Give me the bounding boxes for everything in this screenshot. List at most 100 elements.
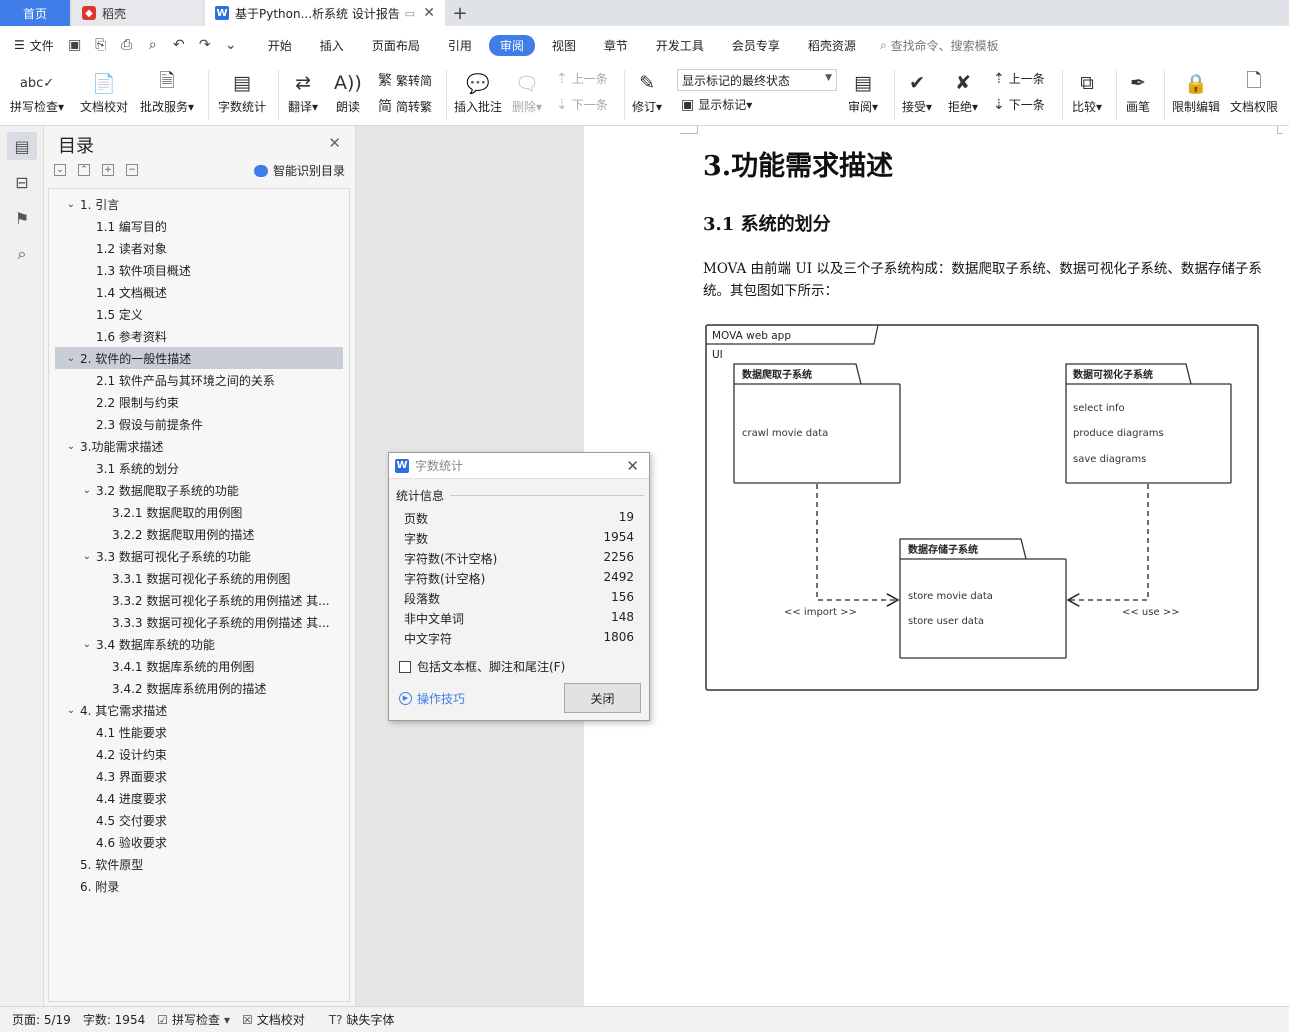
delete-comment-button[interactable]: 🗨 删除▾ (512, 68, 542, 115)
next-comment-button[interactable]: ⇣ 下一条 (556, 96, 608, 113)
chevron-down-icon[interactable]: ⌄ (66, 440, 76, 452)
close-icon[interactable]: ✕ (626, 457, 639, 475)
menu-start[interactable]: 开始 (267, 38, 292, 53)
menu-developer[interactable]: 开发工具 (655, 38, 704, 53)
prev-comment-button[interactable]: ⇡ 上一条 (556, 70, 608, 87)
trad-to-simp-button[interactable]: 繁 繁转简 (378, 70, 432, 90)
smart-toc-button[interactable]: 智能识别目录 (253, 162, 345, 179)
command-search[interactable]: ⌕ 查找命令、搜索模板 (880, 37, 999, 54)
search-icon[interactable]: ⌕ (17, 244, 27, 263)
toc-item[interactable]: 3.3.1 数据可视化子系统的用例图 (55, 567, 343, 589)
toc-item[interactable]: 1.1 编写目的 (55, 215, 343, 237)
read-aloud-button[interactable]: A)) 朗读 (334, 68, 362, 115)
toc-item[interactable]: 2.1 软件产品与其环境之间的关系 (55, 369, 343, 391)
toc-item[interactable]: 4.6 验收要求 (55, 831, 343, 853)
toc-item[interactable]: 2.3 假设与前提条件 (55, 413, 343, 435)
tab-home[interactable]: 首页 (0, 0, 70, 26)
toc-item[interactable]: 1.4 文档概述 (55, 281, 343, 303)
toc-item[interactable]: 4.1 性能要求 (55, 721, 343, 743)
simp-to-trad-button[interactable]: 简 简转繁 (378, 96, 432, 116)
menu-view[interactable]: 视图 (551, 38, 576, 53)
print-icon[interactable]: ⎙ (121, 37, 133, 53)
toc-item[interactable]: 4.3 界面要求 (55, 765, 343, 787)
dialog-titlebar[interactable]: W 字数统计 (389, 453, 649, 479)
page-indicator[interactable]: 页面: 5/19 (12, 1011, 71, 1028)
toc-item[interactable]: 3.1 系统的划分 (55, 457, 343, 479)
file-menu[interactable]: ☰ 文件 (0, 37, 66, 54)
word-count-indicator[interactable]: 字数: 1954 (83, 1011, 145, 1028)
toc-item[interactable]: ⌄3.3 数据可视化子系统的功能 (55, 545, 343, 567)
toc-panel-icon[interactable]: ▤ (7, 132, 37, 160)
pin-icon[interactable]: ▭ (404, 6, 415, 20)
toc-item[interactable]: 3.4.2 数据库系统用例的描述 (55, 677, 343, 699)
toc-item[interactable]: 1.6 参考资料 (55, 325, 343, 347)
redo-icon[interactable]: ↷ (198, 37, 211, 53)
toc-item[interactable]: 4.4 进度要求 (55, 787, 343, 809)
chevron-down-icon[interactable]: ⌄ (66, 704, 76, 716)
toc-item[interactable]: ⌄4. 其它需求描述 (55, 699, 343, 721)
menu-page-layout[interactable]: 页面布局 (371, 38, 420, 53)
undo-icon[interactable]: ↶ (172, 37, 185, 53)
toc-item[interactable]: 4.5 交付要求 (55, 809, 343, 831)
menu-insert[interactable]: 插入 (319, 38, 344, 53)
print-preview-icon[interactable]: ⌕ (148, 37, 157, 53)
bookmark-icon[interactable]: ⚑ (14, 208, 30, 228)
translate-button[interactable]: ⇄ 翻译▾ (288, 68, 318, 115)
menu-section[interactable]: 章节 (603, 38, 628, 53)
toc-item[interactable]: 1.2 读者对象 (55, 237, 343, 259)
review-pane-button[interactable]: ▤ 审阅▾ (848, 68, 878, 115)
menu-references[interactable]: 引用 (447, 38, 472, 53)
toc-item[interactable]: 3.4.1 数据库系统的用例图 (55, 655, 343, 677)
toc-item[interactable]: 5. 软件原型 (55, 853, 343, 875)
toc-item[interactable]: 3.3.3 数据可视化子系统的用例描述 其... (55, 611, 343, 633)
toc-item[interactable]: ⌄2. 软件的一般性描述 (55, 347, 343, 369)
missing-font-indicator[interactable]: T? 缺失字体 (329, 1011, 395, 1028)
toc-item[interactable]: ⌄3.4 数据库系统的功能 (55, 633, 343, 655)
doc-proofread-button[interactable]: 📄 文档校对 (80, 68, 128, 115)
include-textbox-checkbox[interactable]: 包括文本框、脚注和尾注(F) (399, 658, 565, 675)
doc-permission-button[interactable]: 🗋 文档权限 (1230, 68, 1278, 115)
export-pdf-icon[interactable]: ⎘ (95, 37, 107, 53)
toc-item[interactable]: 4.2 设计约束 (55, 743, 343, 765)
toc-item[interactable]: 3.2.2 数据爬取用例的描述 (55, 523, 343, 545)
accept-button[interactable]: ✔ 接受▾ (902, 68, 932, 115)
close-icon[interactable]: ✕ (328, 134, 341, 152)
toc-item[interactable]: ⌄3.2 数据爬取子系统的功能 (55, 479, 343, 501)
toc-item[interactable]: 1.3 软件项目概述 (55, 259, 343, 281)
menu-daoke-resources[interactable]: 稻壳资源 (807, 38, 856, 53)
next-change-button[interactable]: ⇣ 下一条 (993, 96, 1045, 113)
tab-daoke[interactable]: ◆ 稻壳 (72, 0, 202, 26)
chevron-down-icon[interactable]: ⌄ (82, 638, 92, 650)
toc-item[interactable]: 3.3.2 数据可视化子系统的用例描述 其... (55, 589, 343, 611)
chevron-down-icon[interactable]: ⌄ (66, 198, 76, 210)
more-chevron-icon[interactable]: ⌄ (224, 37, 237, 53)
track-changes-button[interactable]: ✎ 修订▾ (632, 68, 662, 115)
show-markup-button[interactable]: ▣ 显示标记▾ (681, 96, 753, 113)
status-proofread[interactable]: ☒ 文档校对 (242, 1011, 305, 1028)
toc-item[interactable]: 2.2 限制与约束 (55, 391, 343, 413)
toc-item[interactable]: ⌄3.功能需求描述 (55, 435, 343, 457)
pen-button[interactable]: ✒ 画笔 (1126, 68, 1150, 115)
menu-review[interactable]: 审阅 (488, 34, 535, 56)
menu-member[interactable]: 会员专享 (731, 38, 780, 53)
tips-link[interactable]: ▶ 操作技巧 (399, 690, 465, 707)
remove-heading-icon[interactable]: − (126, 164, 138, 176)
tab-document[interactable]: W 基于Python...析系统 设计报告 ▭ ✕ (205, 0, 445, 26)
collapse-all-icon[interactable]: ⌄ (54, 164, 66, 176)
restrict-editing-button[interactable]: 🔒 限制编辑 (1172, 68, 1220, 115)
markup-state-select[interactable]: 显示标记的最终状态 ▼ (677, 69, 837, 91)
navigation-icon[interactable]: ⊟ (15, 172, 29, 192)
insert-comment-button[interactable]: 💬 插入批注 (454, 68, 502, 115)
compare-button[interactable]: ⧉ 比较▾ (1072, 68, 1102, 115)
expand-up-icon[interactable]: ⌃ (78, 164, 90, 176)
chevron-down-icon[interactable]: ⌄ (82, 550, 92, 562)
close-dialog-button[interactable]: 关闭 (564, 683, 641, 713)
status-spell-check[interactable]: ☑ 拼写检查 ▾ (157, 1011, 230, 1028)
document-page[interactable]: 3.功能需求描述 3.1 系统的划分 MOVA 由前端 UI 以及三个子系统构成… (584, 126, 1289, 1006)
spell-check-button[interactable]: abc✓ 拼写检查▾ (10, 68, 64, 115)
save-icon[interactable]: ▣ (68, 37, 82, 53)
batch-service-button[interactable]: 🗎 批改服务▾ (140, 70, 195, 114)
new-tab-button[interactable]: + (445, 0, 475, 26)
prev-change-button[interactable]: ⇡ 上一条 (993, 70, 1045, 87)
word-count-button[interactable]: ▤ 字数统计 (218, 68, 266, 115)
